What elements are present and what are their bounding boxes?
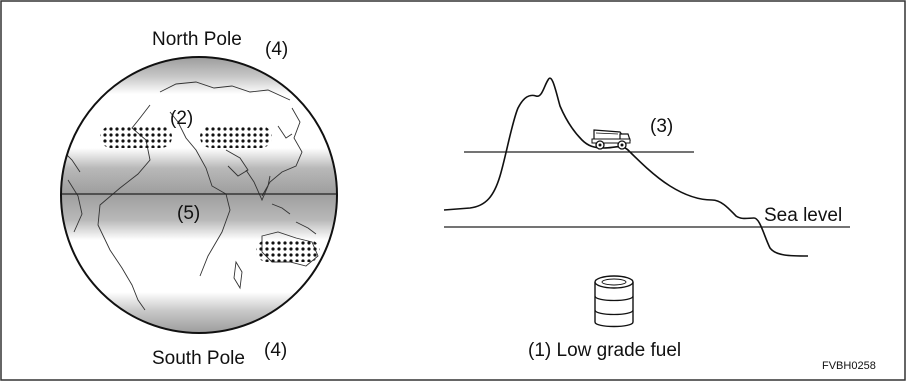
truck-marker-3: (3): [650, 116, 673, 137]
terrain-profile: [443, 77, 809, 257]
south-pole-marker: (4): [264, 340, 287, 361]
north-pole-marker: (4): [265, 39, 288, 60]
dump-truck-icon: [591, 129, 631, 150]
region-marker-2: (2): [170, 108, 193, 129]
north-pole-label: North Pole: [152, 29, 242, 50]
oil-barrel-icon: [594, 275, 634, 328]
cross-section: [443, 77, 850, 257]
dotted-region-middle-east: [200, 126, 272, 148]
fuel-caption: (1) Low grade fuel: [528, 340, 681, 361]
south-pole-label: South Pole: [152, 348, 245, 369]
dotted-region-australia: [256, 240, 320, 262]
globe-outline: [60, 56, 338, 334]
equator-marker-5: (5): [177, 203, 200, 224]
sea-level-label: Sea level: [764, 205, 842, 226]
dotted-region-north-africa: [100, 126, 172, 148]
figure-code: FVBH0258: [822, 360, 876, 372]
